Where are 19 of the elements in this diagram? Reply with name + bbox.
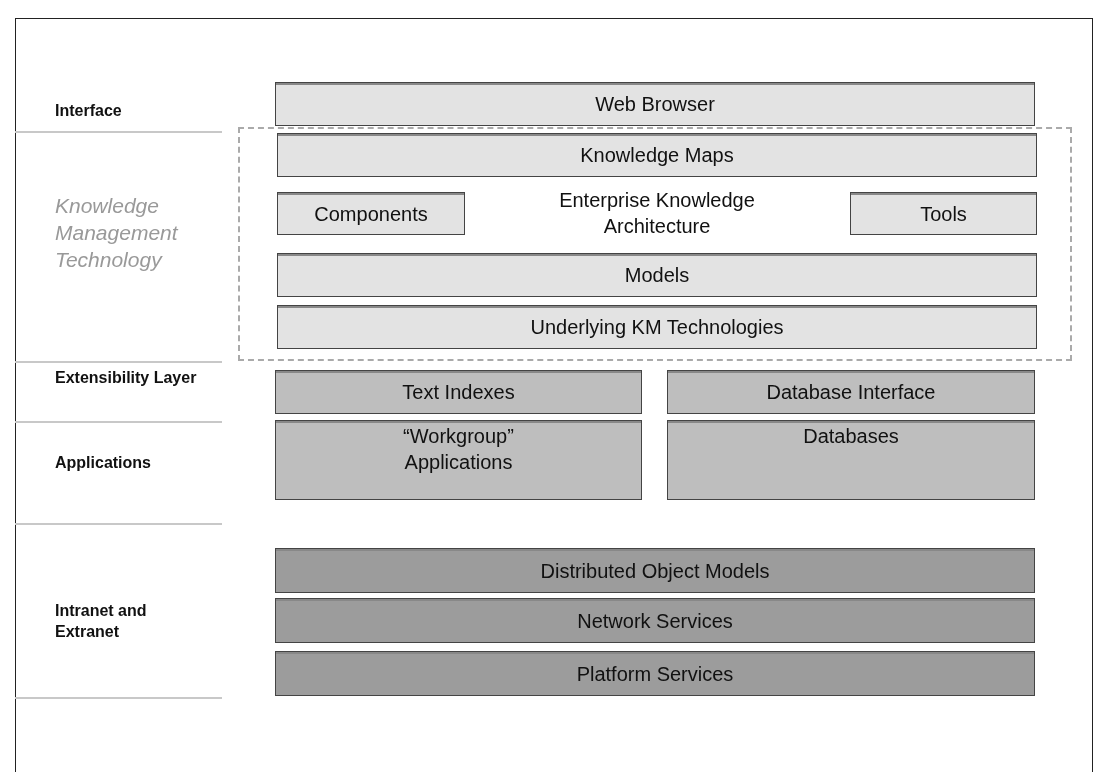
layer-box: Databases: [667, 420, 1035, 500]
component-box: Tools: [850, 192, 1037, 235]
layer-box: “Workgroup” Applications: [275, 420, 642, 500]
layer-box: Knowledge Maps: [277, 133, 1037, 177]
layer-label: Interface: [55, 101, 123, 121]
layer-box: Underlying KM Technologies: [277, 305, 1037, 349]
component-box: Components: [277, 192, 465, 235]
layer-label: Extensibility Layer: [55, 368, 198, 388]
layer-box: Models: [277, 253, 1037, 297]
layer-box: Database Interface: [667, 370, 1035, 414]
layer-box: Text Indexes: [275, 370, 642, 414]
architecture-title: Enterprise Knowledge Architecture: [558, 188, 756, 239]
layer-box: Distributed Object Models: [275, 548, 1035, 593]
layer-box: Platform Services: [275, 651, 1035, 696]
layer-label: Intranet and Extranet: [55, 601, 148, 642]
layer-box: Network Services: [275, 598, 1035, 643]
layer-box: Web Browser: [275, 82, 1035, 126]
layer-label: Applications: [55, 453, 152, 473]
layer-label: Knowledge Management Technology: [55, 193, 180, 273]
